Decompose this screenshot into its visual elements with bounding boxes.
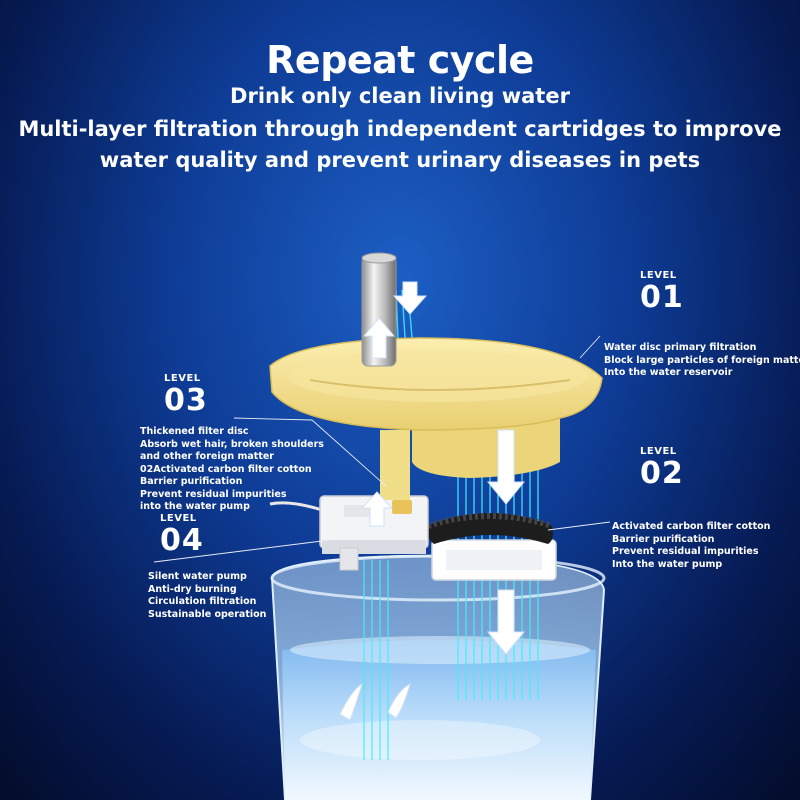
leader-lines: [153, 335, 611, 563]
arrow-down-icon: [486, 589, 526, 655]
tagline-line-1: Multi-layer filtration through independe…: [18, 117, 782, 141]
outlet-tube: [361, 252, 397, 367]
description-line: Silent water pump: [148, 571, 247, 582]
level-number: 03: [164, 383, 208, 418]
arrow-down-icon: [392, 281, 428, 315]
flow-arrows: [339, 281, 526, 721]
level-caption: LEVEL: [640, 446, 677, 457]
description-line: Sustainable operation: [148, 608, 267, 620]
description-line: Anti-dry burning: [148, 583, 237, 595]
arrow-up-icon: [362, 317, 396, 359]
description-line: Into the water reservoir: [604, 367, 733, 378]
carbon-filter-cartridge: [427, 513, 557, 581]
level-02-description: Activated carbon filter cotton Barrier p…: [612, 521, 770, 571]
page-title: Repeat cycle: [266, 38, 534, 82]
description-line: 02Activated carbon filter cotton: [140, 463, 312, 475]
subtitle: Drink only clean living water: [230, 84, 570, 108]
level-number: 04: [160, 523, 204, 558]
level-number: 02: [640, 456, 684, 491]
description-line: Water disc primary filtration: [604, 342, 757, 353]
level-03-label: LEVEL 03: [164, 373, 208, 416]
description-line: Barrier purification: [140, 476, 243, 487]
description-line: Absorb wet hair, broken shoulders: [140, 438, 324, 450]
level-caption: LEVEL: [640, 270, 677, 281]
arrow-down-icon: [486, 429, 526, 505]
level-01-label: LEVEL 01: [640, 270, 684, 313]
level-caption: LEVEL: [164, 373, 201, 384]
level-02-label: LEVEL 02: [640, 446, 684, 489]
level-03-description: Thickened filter disc Absorb wet hair, b…: [140, 426, 324, 514]
level-number: 01: [640, 280, 684, 315]
level-caption: LEVEL: [160, 513, 197, 524]
level-01-description: Water disc primary filtration Block larg…: [604, 342, 800, 380]
level-04-description: Silent water pump Anti-dry burning Circu…: [148, 571, 266, 621]
arrow-up-icon: [339, 682, 363, 721]
tagline: Multi-layer filtration through independe…: [0, 114, 800, 176]
description-line: Into the water pump: [612, 558, 723, 570]
arrow-up-icon: [360, 491, 394, 527]
description-line: and other foreign matter: [140, 451, 274, 462]
description-line: Barrier purification: [612, 533, 715, 545]
arrow-up-icon: [387, 683, 411, 719]
description-line: Prevent residual impurities: [612, 546, 759, 557]
description-line: Circulation filtration: [148, 596, 257, 607]
description-line: Thickened filter disc: [140, 426, 249, 437]
description-line: Prevent residual impurities: [140, 488, 287, 500]
tagline-line-2: water quality and prevent urinary diseas…: [99, 148, 701, 172]
description-line: Block large particles of foreign matter: [604, 354, 800, 366]
level-04-label: LEVEL 04: [160, 513, 204, 556]
description-line: Activated carbon filter cotton: [612, 521, 771, 532]
description-line: into the water pump: [140, 501, 250, 512]
water-reservoir-bowl: [270, 554, 606, 800]
